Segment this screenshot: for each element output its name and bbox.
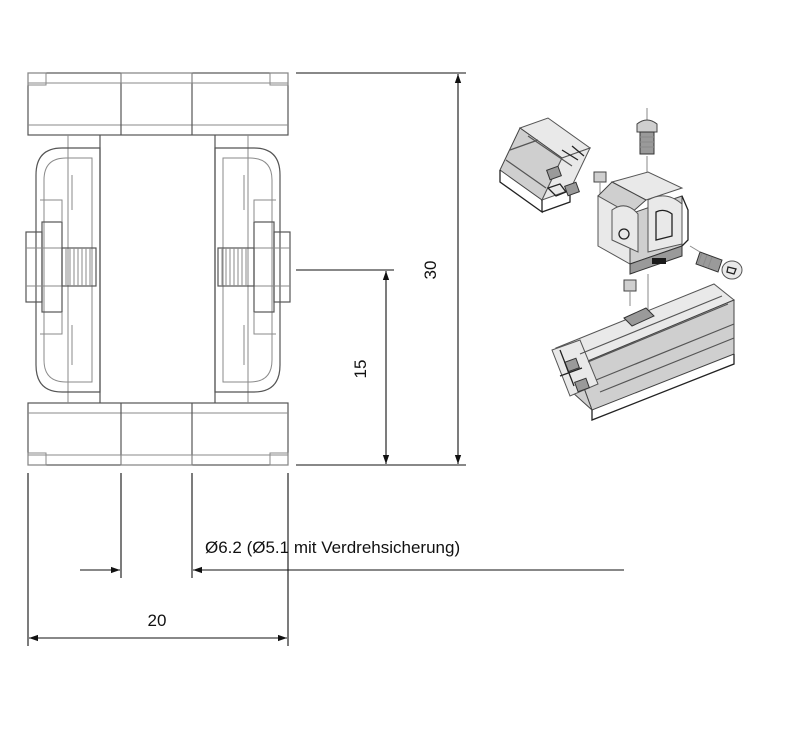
lower-profile <box>551 283 735 421</box>
isometric-exploded-view <box>499 108 743 421</box>
slot-nut-lower <box>623 279 637 292</box>
middle-body <box>67 135 249 403</box>
upper-profile-stub <box>499 117 592 214</box>
dimension-bore: Ø6.2 (Ø5.1 mit Verdrehsicherung) <box>80 473 624 578</box>
dimension-width: 20 <box>27 473 289 646</box>
dim-label-30: 30 <box>421 261 440 280</box>
left-bracket <box>25 147 101 393</box>
right-bracket <box>214 147 291 393</box>
front-view <box>25 72 291 466</box>
side-bolt <box>689 245 743 280</box>
dim-label-20: 20 <box>148 611 167 630</box>
dimension-height-total: 30 <box>296 72 466 466</box>
dimension-height-half: 15 <box>296 269 394 464</box>
dim-label-15: 15 <box>351 360 370 379</box>
dim-label-bore: Ø6.2 (Ø5.1 mit Verdrehsicherung) <box>205 538 460 557</box>
slot-nut-upper <box>593 171 607 183</box>
top-profile <box>27 72 289 136</box>
bottom-profile <box>27 402 289 466</box>
top-bolt <box>636 108 658 176</box>
hinge-block <box>597 171 689 275</box>
